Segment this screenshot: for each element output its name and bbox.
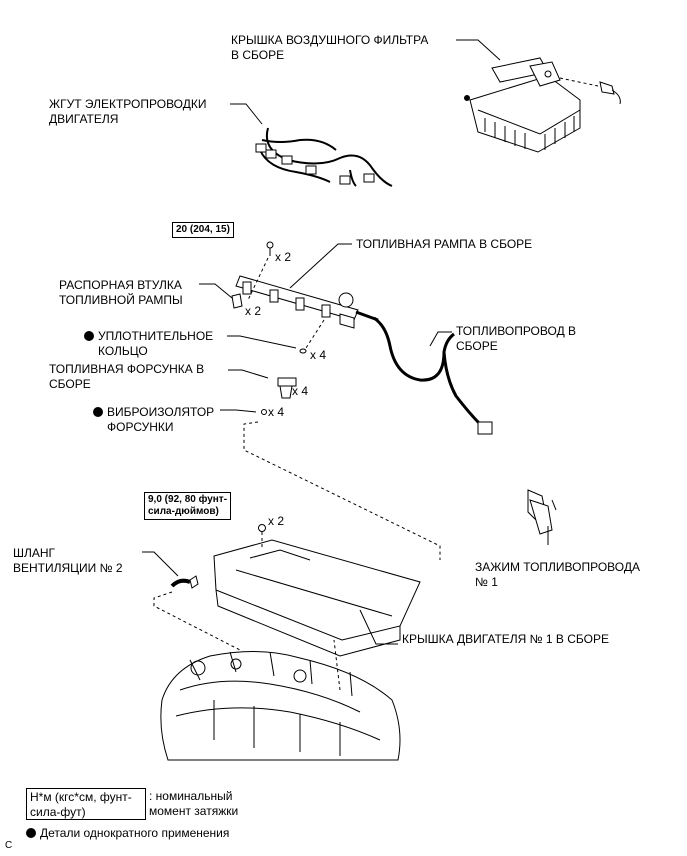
- engine-wire-harness-drawing: [255, 127, 393, 187]
- label-ventilation-hose: ШЛАНГ ВЕНТИЛЯЦИИ № 2: [13, 546, 123, 575]
- injector-parts-drawing: [261, 348, 307, 415]
- label-fuel-rail: ТОПЛИВНАЯ РАМПА В СБОРЕ: [356, 237, 533, 251]
- legend-unit-box: Н*м (кгс*см, фунт- сила-фут): [26, 788, 146, 820]
- illustration-code: C: [5, 840, 13, 851]
- legend-non-reusable: Детали однократного применения: [26, 826, 229, 841]
- fuel-pipe-drawing: [373, 316, 493, 435]
- ventilation-hose-drawing: [153, 575, 241, 651]
- label-fuel-injector: ТОПЛИВНАЯ ФОРСУНКА В СБОРЕ: [49, 362, 205, 391]
- label-o-ring: УПЛОТНИТЕЛЬНОЕ КОЛЬЦО: [84, 329, 213, 359]
- label-air-filter-cover: КРЫШКА ВОЗДУШНОГО ФИЛЬТРА В СБОРЕ: [231, 33, 429, 62]
- non-reusable-dot-icon: [26, 828, 36, 838]
- torque-engine-cover-nut: 9,0 (92, 80 фунт- сила-дюймов): [144, 492, 232, 520]
- engine-cover-drawing: [213, 524, 421, 657]
- label-engine-wire: ЖГУТ ЭЛЕКТРОПРОВОДКИ ДВИГАТЕЛЯ: [49, 97, 207, 126]
- qty-injector: x 4: [292, 384, 309, 398]
- qty-spacer: x 2: [245, 304, 262, 318]
- label-fuel-pipe-clamp: ЗАЖИМ ТОПЛИВОПРОВОДА № 1: [475, 560, 640, 589]
- qty-bolt: x 2: [275, 250, 292, 264]
- torque-fuel-rail-bolt: 20 (204, 15): [172, 222, 234, 238]
- label-fuel-pipe: ТОПЛИВОПРОВОД В СБОРЕ: [456, 324, 577, 353]
- fuel-pipe-clamp-drawing: [527, 489, 557, 535]
- leader-lines: [142, 39, 549, 645]
- label-injector-insulator: ВИБРОИЗОЛЯТОР ФОРСУНКИ: [93, 405, 214, 435]
- guide-line-cover: [243, 421, 441, 560]
- engine-block-drawing: [160, 639, 401, 761]
- air-filter-cover-drawing: [464, 57, 621, 153]
- qty-o-ring: x 4: [310, 348, 327, 362]
- fuel-rail-drawing: [231, 241, 379, 349]
- qty-cover-nut: x 2: [268, 514, 285, 528]
- legend-unit-description: : номинальный момент затяжки: [149, 789, 239, 818]
- non-reusable-dot-icon: [93, 407, 103, 417]
- label-fuel-rail-spacer: РАСПОРНАЯ ВТУЛКА ТОПЛИВНОЙ РАМПЫ: [59, 278, 183, 307]
- label-engine-cover: КРЫШКА ДВИГАТЕЛЯ № 1 В СБОРЕ: [402, 632, 609, 646]
- non-reusable-dot-icon: [84, 331, 94, 341]
- qty-insulator: x 4: [268, 405, 285, 419]
